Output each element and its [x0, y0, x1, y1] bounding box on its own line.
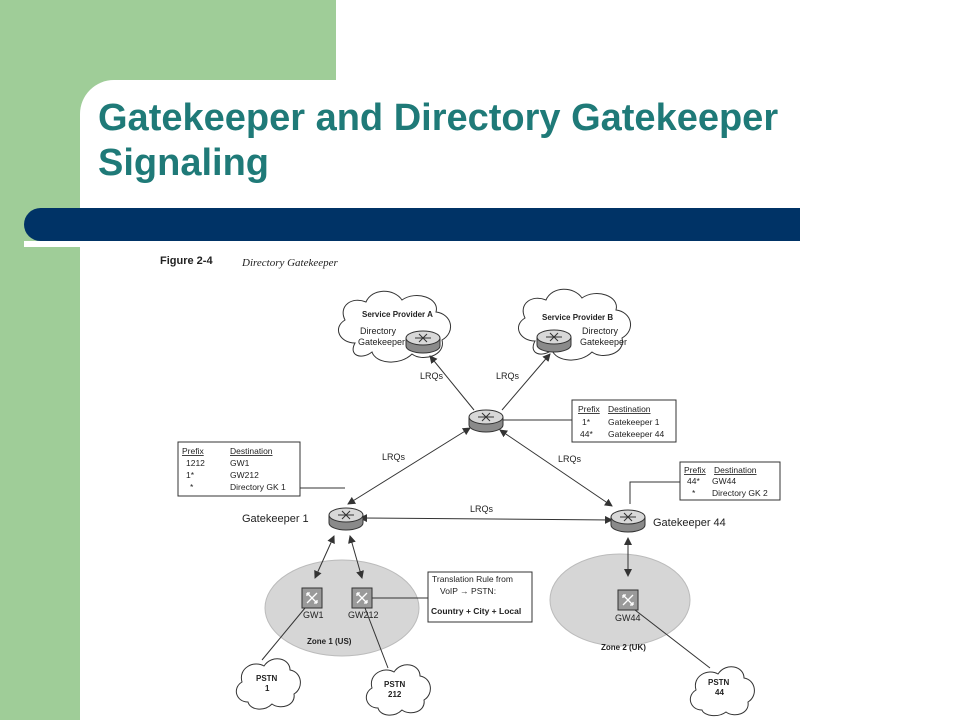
translation-rule-line2: VoIP → PSTN:	[440, 586, 496, 596]
link-gw1-pstn1	[261, 607, 306, 661]
gw212-label: GW212	[348, 610, 379, 620]
lrq-link-provider-a	[429, 355, 475, 411]
lrq-label-gk1: LRQs	[382, 452, 406, 462]
lrq-label-b: LRQs	[496, 371, 520, 381]
gk44-table-dest-1: GW44	[712, 476, 736, 486]
pstn-44-label: PSTN	[708, 678, 730, 687]
link-gk1-gw212	[348, 535, 364, 579]
gatekeeper-44-routing-table: Prefix Destination 44* GW44 * Directory …	[679, 461, 781, 501]
gatekeeper-1-router-icon	[328, 507, 364, 531]
pstn-44-number: 44	[715, 688, 724, 697]
lrq-link-provider-b	[501, 353, 551, 411]
lrq-link-gk1-gk44	[359, 514, 613, 524]
pstn-44-cloud: PSTN 44	[689, 666, 755, 717]
lrq-label-gk44: LRQs	[558, 454, 582, 464]
zone-1-area	[264, 559, 420, 657]
directory-gatekeeper-b-router-icon	[536, 329, 572, 353]
lrq-link-gk44	[499, 429, 613, 507]
gatekeeper-1-label: Gatekeeper 1	[242, 513, 309, 525]
gk44-table-header-destination: Destination	[714, 465, 757, 475]
gk44-table-connector	[629, 481, 680, 504]
directory-table-dest-1: Gatekeeper 1	[608, 417, 660, 427]
translation-rule-line1: Translation Rule from	[432, 574, 513, 584]
gatekeeper-1-routing-table: Prefix Destination 1212 GW1 1* GW212 * D…	[177, 441, 301, 497]
directory-table-header-destination: Destination	[608, 404, 651, 414]
translation-rule-line3: Country + City + Local	[431, 606, 521, 616]
provider-a-name: Service Provider A	[362, 310, 433, 319]
gatekeeper-44-router-icon	[610, 509, 646, 533]
directory-router-icon	[468, 409, 504, 433]
pstn-1-label: PSTN	[256, 674, 278, 683]
gk1-table-header-destination: Destination	[230, 446, 273, 456]
provider-a-line2: Gatekeeper	[358, 337, 405, 347]
provider-b-line1: Directory	[582, 326, 619, 336]
link-gw44-pstn44	[634, 609, 711, 669]
translation-rule-box: Translation Rule from VoIP → PSTN: Count…	[427, 571, 533, 623]
directory-table-prefix-2: 44*	[580, 429, 593, 439]
link-gw212-pstn212	[364, 607, 389, 669]
gk1-table-prefix-3: *	[190, 482, 194, 492]
gk1-table-dest-2: GW212	[230, 470, 259, 480]
provider-b-line2: Gatekeeper	[580, 337, 627, 347]
directory-table-prefix-1: 1*	[582, 417, 591, 427]
zone-1-label: Zone 1 (US)	[307, 637, 352, 646]
gw1-gateway-icon	[301, 587, 323, 609]
gk44-table-dest-2: Directory GK 2	[712, 488, 768, 498]
gk44-table-header-prefix: Prefix	[684, 465, 706, 475]
gk1-table-header-prefix: Prefix	[182, 446, 204, 456]
gk1-table-prefix-1: 1212	[186, 458, 205, 468]
service-provider-b-cloud: Service Provider B Directory Gatekeeper	[517, 288, 631, 361]
pstn-212-cloud: PSTN 212	[365, 664, 431, 716]
pstn-1-cloud: PSTN 1	[235, 658, 301, 710]
lrq-label-gk1-gk44: LRQs	[470, 504, 494, 514]
bar-notch	[24, 241, 80, 247]
gw212-gateway-icon	[351, 587, 373, 609]
gatekeeper-44-label: Gatekeeper 44	[653, 517, 726, 529]
directory-routing-table: Prefix Destination 1* Gatekeeper 1 44* G…	[571, 399, 677, 443]
lrq-link-gk1	[347, 427, 471, 505]
directory-table-dest-2: Gatekeeper 44	[608, 429, 665, 439]
zone-2-label: Zone 2 (UK)	[601, 643, 646, 652]
gk1-table-dest-1: GW1	[230, 458, 250, 468]
provider-b-name: Service Provider B	[542, 313, 613, 322]
title-underline-bar	[24, 208, 800, 241]
figure-caption: Directory Gatekeeper	[241, 257, 339, 269]
gk1-table-dest-3: Directory GK 1	[230, 482, 286, 492]
provider-a-line1: Directory	[360, 326, 397, 336]
directory-table-header-prefix: Prefix	[578, 404, 600, 414]
pstn-1-number: 1	[265, 684, 270, 693]
slide-title: Gatekeeper and Directory Gatekeeper Sign…	[98, 97, 779, 184]
pstn-212-number: 212	[388, 690, 402, 699]
link-gk1-gw1	[314, 535, 335, 579]
gw44-label: GW44	[615, 613, 641, 623]
directory-gatekeeper-a-router-icon	[405, 330, 441, 354]
directory-gatekeeper-diagram: Figure 2-4 Directory Gatekeeper Service …	[150, 248, 800, 718]
gw44-gateway-icon	[617, 589, 639, 611]
pstn-212-label: PSTN	[384, 680, 406, 689]
service-provider-a-cloud: Service Provider A Directory Gatekeeper	[337, 290, 451, 363]
gk44-table-prefix-2: *	[692, 488, 696, 498]
figure-number: Figure 2-4	[160, 255, 213, 267]
lrq-label-a: LRQs	[420, 371, 444, 381]
gk44-table-prefix-1: 44*	[687, 476, 700, 486]
gk1-table-prefix-2: 1*	[186, 470, 195, 480]
gw1-label: GW1	[303, 610, 324, 620]
